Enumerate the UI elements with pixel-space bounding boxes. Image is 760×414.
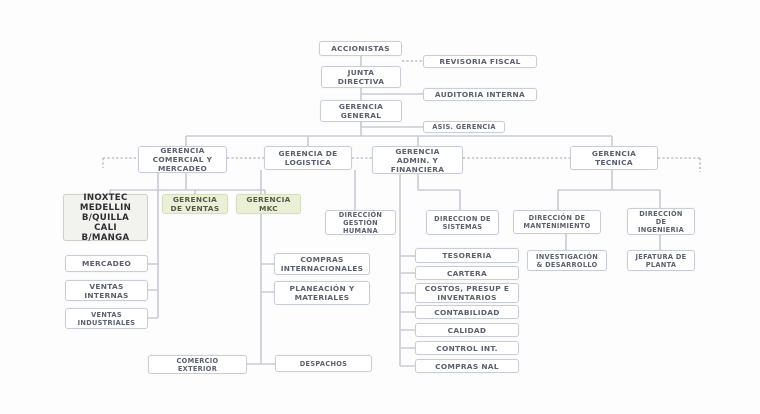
node-auditoria-interna: AUDITORIA INTERNA <box>423 88 537 101</box>
gerencias-bar <box>185 122 613 146</box>
comercial-left-spine <box>148 170 159 319</box>
node-asis-gerencia: ASIS. GERENCIA <box>423 121 505 133</box>
node-compras-internacionales: COMPRAS INTERNACIONALES <box>274 253 370 275</box>
node-gerencia-tecnica: GERENCIA TECNICA <box>570 146 658 170</box>
comercial-branch <box>109 170 266 194</box>
node-inoxtec-sedes: INOXTEC MEDELLIN B/QUILLA CALI B/MANGA <box>63 193 148 243</box>
admin-spine <box>399 174 415 367</box>
node-gerencia-mkc: GERENCIA MKC <box>236 194 301 214</box>
node-gerencia-comercial: GERENCIA COMERCIAL Y MERCADEO <box>138 146 227 173</box>
node-tesoreria: TESORERIA <box>415 248 519 263</box>
spine-asis <box>360 122 423 128</box>
node-contabilidad: CONTABILIDAD <box>415 305 519 319</box>
node-calidad: CALIDAD <box>415 323 519 337</box>
node-mercadeo: MERCADEO <box>65 255 148 272</box>
node-gerencia-admin: GERENCIA ADMIN. Y FINANCIERA <box>372 146 463 174</box>
node-direccion-sistemas: DIRECCION DE SISTEMAS <box>426 210 499 235</box>
node-direccion-gestion-humana: DIRECCIÓN GESTIÓN HUMANA <box>325 210 396 235</box>
node-compras-nal: COMPRAS NAL <box>415 359 519 373</box>
node-direccion-mantenimiento: DIRECCIÓN DE MANTENIMIENTO <box>513 210 601 234</box>
logistica-spine <box>247 170 275 365</box>
node-direccion-ingenieria: DIRECCIÓN DE INGENIERIA <box>627 208 695 235</box>
node-gerencia-logistica: GERENCIA DE LOGISTICA <box>264 146 352 170</box>
admin-branch <box>417 174 461 210</box>
node-planeacion-materiales: PLANEACIÓN Y MATERIALES <box>274 281 370 305</box>
node-gerencia-general: GERENCIA GENERAL <box>320 100 402 122</box>
node-ventas-internas: VENTAS INTERNAS <box>65 280 148 301</box>
node-gerencia-ventas: GERENCIA DE VENTAS <box>162 194 228 214</box>
node-comercio-exterior: COMERCIO EXTERIOR <box>148 355 247 374</box>
node-control-int: CONTROL INT. <box>415 341 519 355</box>
node-ventas-industriales: VENTAS INDUSTRIALES <box>65 308 148 329</box>
node-accionistas: ACCIONISTAS <box>319 41 402 56</box>
node-revisoria-fiscal: REVISORIA FISCAL <box>423 55 537 68</box>
node-costos-presup-inventarios: COSTOS, PRESUP E INVENTARIOS <box>415 283 519 303</box>
node-cartera: CARTERA <box>415 266 519 280</box>
tecnica-branch <box>557 170 661 210</box>
node-investigacion-desarrollo: INVESTIGACIÓN & DESARROLLO <box>527 250 607 271</box>
node-despachos: DESPACHOS <box>275 355 372 372</box>
node-jefatura-planta: JEFATURA DE PLANTA <box>627 250 695 271</box>
node-junta-directiva: JUNTA DIRECTIVA <box>321 66 401 88</box>
